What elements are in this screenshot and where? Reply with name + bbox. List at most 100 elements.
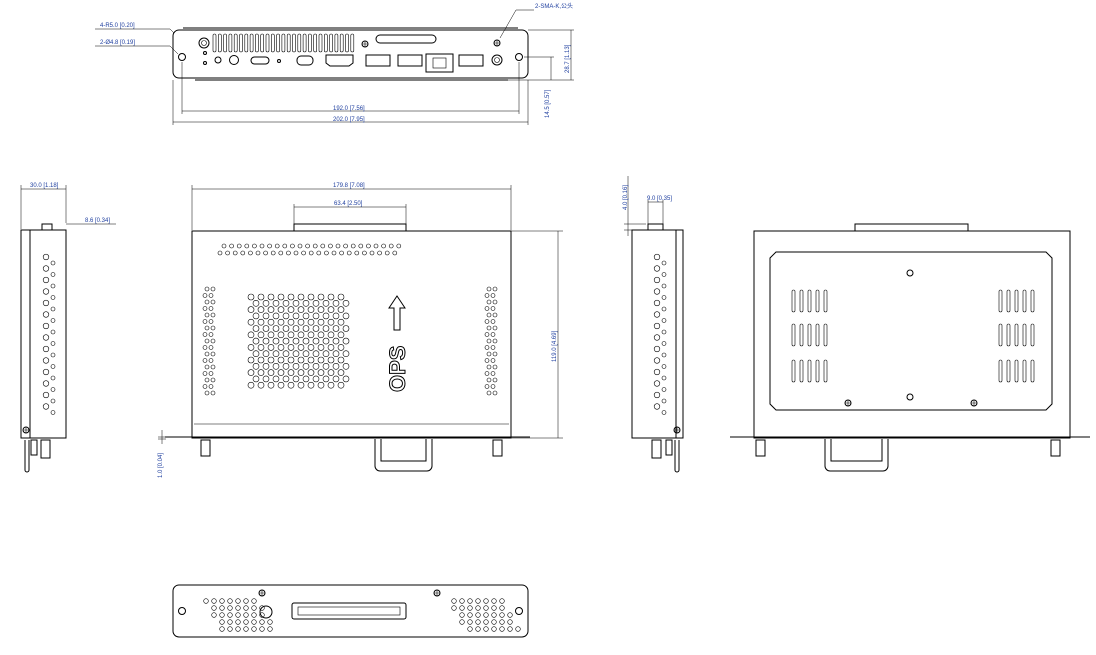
vent-hole xyxy=(312,325,320,332)
arrow-up-icon xyxy=(388,295,406,331)
vent-hole xyxy=(492,286,498,292)
vent-hole xyxy=(210,351,216,357)
vent-hole xyxy=(373,243,379,249)
front-panel-view: 4-R5.0 [0.20] 2-Ø4.8 [0.19] 2-SMA-K,公头 1… xyxy=(95,2,574,125)
right-side-view: 9.0 [0.35] 4.0 [0.16] xyxy=(623,176,684,473)
vent-hole xyxy=(297,293,305,301)
tab-height-dimension: 4.0 [0.16] xyxy=(623,185,629,210)
vent-hole xyxy=(366,243,371,249)
vent-hole xyxy=(486,377,492,383)
vent-hole xyxy=(235,619,241,625)
vent-hole xyxy=(208,384,214,389)
vent-hole xyxy=(219,626,225,632)
vent-hole xyxy=(287,293,295,301)
vent-hole xyxy=(362,250,367,256)
vent-hole xyxy=(252,350,260,358)
vent-hole xyxy=(483,619,489,625)
audio-jack-icon xyxy=(229,55,239,65)
vent-hole xyxy=(467,626,473,632)
vent-hole xyxy=(369,250,375,256)
vent-hole xyxy=(267,381,275,389)
vent-hole xyxy=(272,362,280,370)
vent-hole xyxy=(272,375,280,383)
power-button-icon xyxy=(214,56,222,64)
vent-hole xyxy=(342,375,350,383)
vent-slot xyxy=(998,323,1003,347)
vent-hole xyxy=(312,312,320,320)
vent-hole xyxy=(312,350,320,358)
vent-hole xyxy=(297,381,305,389)
vent-hole xyxy=(252,312,260,320)
vent-hole xyxy=(653,322,661,330)
vent-hole xyxy=(287,318,295,326)
vent-hole xyxy=(292,337,300,345)
vent-hole xyxy=(297,243,303,249)
vent-hole xyxy=(277,369,285,376)
vent-hole xyxy=(277,331,285,339)
vent-hole xyxy=(484,345,490,350)
vent-hole xyxy=(42,276,50,284)
vent-hole xyxy=(492,325,498,331)
vent-hole xyxy=(297,318,305,326)
vent-hole xyxy=(235,598,241,604)
hole-offset-dimension: 14.5 [0.57] xyxy=(545,89,551,118)
mount-hole-left xyxy=(178,53,186,61)
rear-connector-view xyxy=(172,584,529,638)
vent-hole xyxy=(475,626,481,632)
length-dimension: 179.8 [7.08] xyxy=(333,183,365,189)
vent-hole xyxy=(396,243,402,249)
vent-hole xyxy=(499,612,505,618)
vent-hole xyxy=(42,345,50,353)
vent-hole xyxy=(286,250,291,256)
vent-hole xyxy=(492,338,498,344)
vent-hole xyxy=(327,331,335,339)
vent-hole xyxy=(252,243,257,249)
vent-slot xyxy=(807,359,812,383)
vent-hole xyxy=(202,358,208,363)
vent-hole xyxy=(277,381,285,389)
vent-hole xyxy=(322,299,330,307)
vent-slot xyxy=(791,289,796,313)
vent-hole xyxy=(50,295,56,300)
vent-hole xyxy=(317,306,325,313)
vent-hole xyxy=(210,377,216,383)
vent-hole xyxy=(327,356,335,364)
vent-hole xyxy=(262,362,270,370)
vent-slot xyxy=(255,33,259,53)
usb-a-port-icon xyxy=(458,54,484,67)
vent-slots xyxy=(212,33,355,53)
vent-slot xyxy=(998,359,1003,383)
vent-hole xyxy=(229,243,234,249)
screw-icon xyxy=(493,39,501,47)
vent-slot xyxy=(1006,323,1011,347)
vent-hole xyxy=(486,325,492,331)
vent-hole xyxy=(208,358,214,363)
vent-hole xyxy=(227,626,233,632)
vent-hole xyxy=(486,364,492,370)
vent-hole xyxy=(661,295,667,300)
vent-hole xyxy=(50,260,56,266)
vent-slots xyxy=(791,289,1035,383)
vent-hole xyxy=(221,243,227,249)
panel-height-dimension: 28.7 [1.13] xyxy=(565,44,571,73)
vent-hole xyxy=(342,337,350,345)
vent-hole xyxy=(312,362,320,370)
vent-hole xyxy=(204,299,210,305)
vent-hole xyxy=(287,331,295,339)
vent-hole xyxy=(262,299,270,307)
vent-hole xyxy=(292,375,300,383)
vent-hole xyxy=(202,384,208,389)
vent-slot xyxy=(292,33,296,53)
vent-hole xyxy=(267,331,275,339)
vent-slot xyxy=(249,33,254,53)
vent-hole xyxy=(259,626,265,632)
vent-hole xyxy=(337,356,345,364)
vent-hole xyxy=(202,345,208,350)
ops-marking: OPS xyxy=(385,346,410,392)
vent-slot xyxy=(815,289,820,313)
vent-hole xyxy=(653,403,661,410)
vent-hole xyxy=(204,377,210,383)
screw-icon xyxy=(906,269,914,277)
vent-hole xyxy=(661,272,667,277)
vent-hole xyxy=(282,325,290,332)
